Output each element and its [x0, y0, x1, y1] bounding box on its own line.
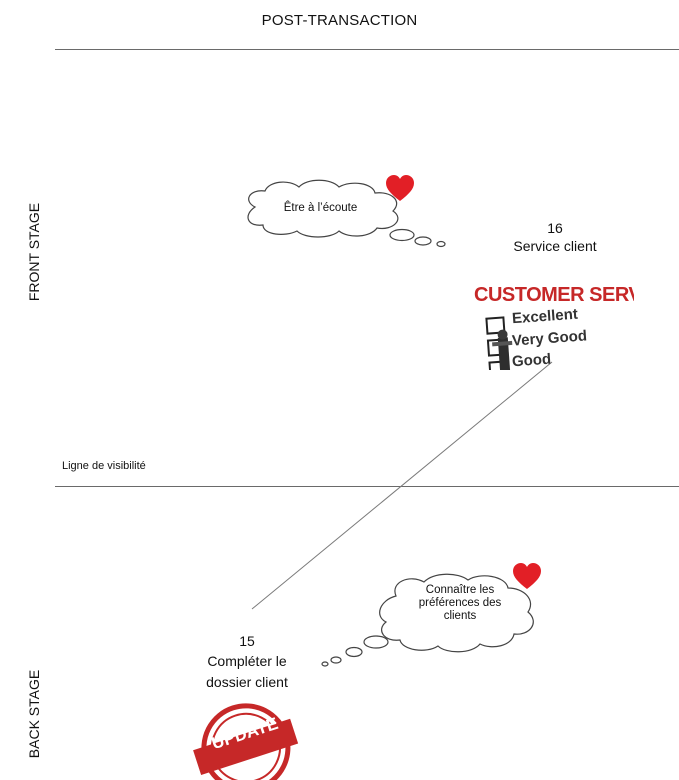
thought-listen-text: Être à l’écoute: [283, 202, 358, 214]
step-16-number: 16: [547, 220, 563, 236]
step-15-label-line2: dossier client: [206, 674, 288, 690]
thought-cloud-listen: [247, 179, 446, 248]
thought-prefs-line1: Connaître les: [425, 584, 495, 596]
top-divider: [55, 49, 679, 50]
step-15-number: 15: [239, 633, 255, 649]
visibility-line: [55, 486, 679, 487]
checkbox-list-graphic: [485, 316, 513, 370]
customer-service-image: CUSTOMER SERVICE Excellent Very Good Goo…: [474, 284, 634, 370]
step-15-label-line1: Compléter le: [207, 653, 287, 669]
thought-prefs-line3: clients: [443, 610, 477, 622]
thought-cloud-preferences: [321, 573, 534, 667]
step-16-label: Service client: [513, 238, 597, 254]
heart-icon: [386, 175, 414, 201]
customer-service-title: CUSTOMER SERVICE: [474, 284, 634, 306]
visibility-line-label: Ligne de visibilité: [62, 460, 146, 472]
phase-title: POST-TRANSACTION: [261, 12, 418, 29]
heart-icon: [513, 563, 541, 589]
option-good: Good: [511, 350, 552, 370]
thought-prefs-line2: préférences des: [418, 597, 502, 609]
update-stamp-icon: [193, 703, 299, 780]
